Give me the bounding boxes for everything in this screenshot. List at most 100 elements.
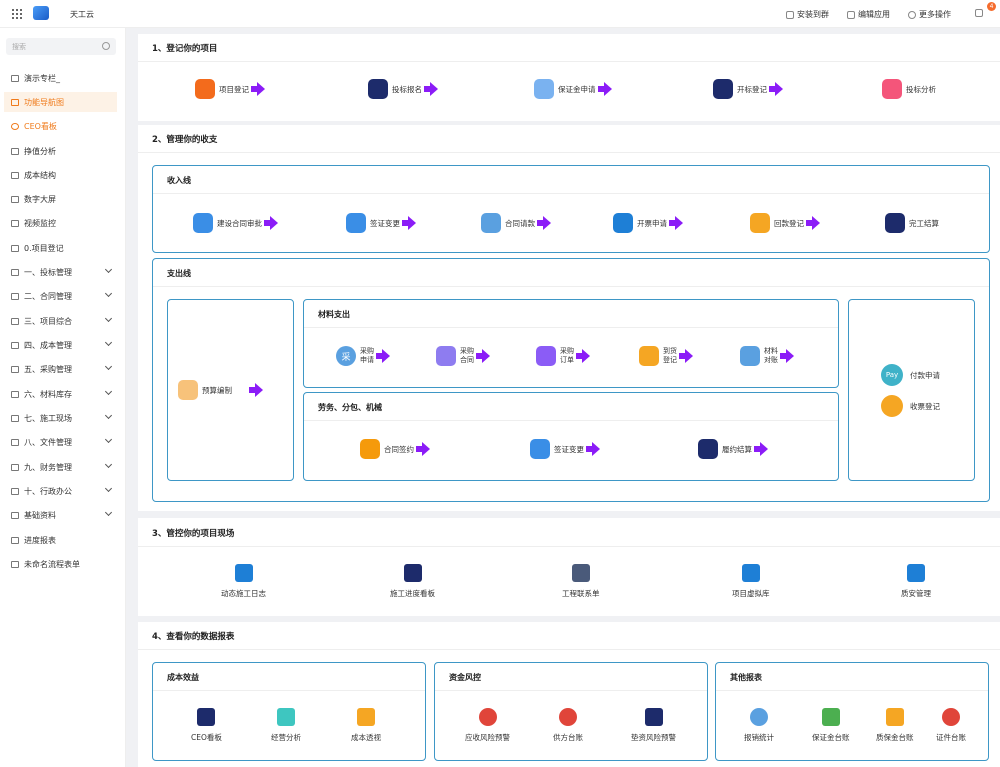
line-chart-item[interactable]: 经营分析 <box>271 708 301 743</box>
shield-money-item[interactable]: 保证金申请 <box>534 79 612 99</box>
sidebar-item-16[interactable]: 九、财务管理 <box>4 457 117 477</box>
risk-stamp-item[interactable]: 应收风险预警 <box>465 708 510 743</box>
shield-item[interactable]: 质安管理 <box>901 564 931 599</box>
purchase-contract-item[interactable]: 采购合同 <box>436 346 490 366</box>
sidebar-item-11[interactable]: 四、成本管理 <box>4 335 117 355</box>
chevron-down-icon[interactable] <box>104 460 113 469</box>
budget-scale-icon <box>178 380 198 400</box>
sidebar-item-0[interactable]: 演示专栏_ <box>4 68 117 88</box>
more-icon <box>908 10 916 19</box>
scale-item[interactable]: 合同请款 <box>481 213 551 233</box>
purchase-item[interactable]: 采采购申请 <box>336 346 390 366</box>
chart-item[interactable]: 投标分析 <box>882 79 936 99</box>
risk-stamp-item[interactable]: 供方台账 <box>553 708 583 743</box>
top-bar: 天工云 安装到群 编辑应用 更多操作 4 <box>0 0 1000 28</box>
app-logo <box>33 6 49 20</box>
bar-chart-item[interactable]: CEO看板 <box>191 708 222 743</box>
sidebar-item-10[interactable]: 三、项目综合 <box>4 311 117 331</box>
exchange-item[interactable]: 签证变更 <box>346 213 416 233</box>
pie-item[interactable]: 报销统计 <box>744 708 774 743</box>
sidebar-item-7[interactable]: 0.项目登记 <box>4 238 117 258</box>
report-icon <box>11 536 19 544</box>
chevron-down-icon[interactable] <box>104 435 113 444</box>
exchange-item[interactable]: 签证变更 <box>530 439 600 459</box>
chevron-down-icon[interactable] <box>104 362 113 371</box>
shield-money-icon <box>534 79 554 99</box>
truck-item[interactable]: 采购订单 <box>536 346 590 366</box>
alarm-item[interactable]: 垫资风险预警 <box>631 708 676 743</box>
safe-item[interactable]: 质保金台账 <box>876 708 914 743</box>
chevron-down-icon[interactable] <box>104 508 113 517</box>
sidebar-item-9[interactable]: 二、合同管理 <box>4 286 117 306</box>
pay-icon: Pay <box>881 364 903 386</box>
certificate-item[interactable]: 证件台账 <box>936 708 966 743</box>
calendar-icon <box>11 98 19 106</box>
worker-icon <box>234 564 253 582</box>
network-item[interactable]: 合同签约 <box>360 439 430 459</box>
section-register-project: 1、登记你的项目 项目登记 投标报名 保证金申请 开标登记 投标分析 <box>138 34 1000 121</box>
sidebar-item-12[interactable]: 五、采购管理 <box>4 359 117 379</box>
reconcile-item[interactable]: 材料对账 <box>740 346 794 366</box>
app-grid-icon[interactable] <box>12 9 22 19</box>
sidebar-item-14[interactable]: 七、施工现场 <box>4 408 117 428</box>
folder-icon <box>11 317 19 325</box>
section-income-expense: 2、管理你的收支 收入线 建设合同审批签证变更合同请款开票申请回款登记完工结算 … <box>138 125 1000 511</box>
sidebar-item-1[interactable]: 功能导航图 <box>4 92 117 112</box>
box-item[interactable]: 到货登记 <box>639 346 693 366</box>
income-line-title: 收入线 <box>167 176 191 185</box>
people-item[interactable]: 成本透视 <box>351 708 381 743</box>
money-bag-item[interactable]: 保证金台账 <box>812 708 850 743</box>
more-actions-button[interactable]: 更多操作 <box>908 9 951 20</box>
sidebar-item-2[interactable]: CEO看板 <box>4 116 117 136</box>
sidebar-item-5[interactable]: 数字大屏 <box>4 189 117 209</box>
edit-doc-icon <box>713 79 733 99</box>
chevron-down-icon[interactable] <box>104 314 113 323</box>
money-icon <box>750 213 770 233</box>
calculator-item[interactable]: 履约结算 <box>698 439 768 459</box>
edit-app-button[interactable]: 编辑应用 <box>847 9 890 20</box>
sidebar-item-19[interactable]: 进度报表 <box>4 530 117 550</box>
sidebar-item-20[interactable]: 未命名流程表单 <box>4 554 117 574</box>
target-item[interactable]: 投标报名 <box>368 79 438 99</box>
construction-item[interactable]: 施工进度看板 <box>390 564 435 599</box>
report-group-1: 资金风控应收风险预警供方台账垫资风险预警 <box>434 662 708 761</box>
sidebar-item-4[interactable]: 成本结构 <box>4 165 117 185</box>
sidebar-item-8[interactable]: 一、投标管理 <box>4 262 117 282</box>
chevron-down-icon[interactable] <box>104 387 113 396</box>
zip-doc-item[interactable]: 工程联系单 <box>562 564 600 599</box>
report-group-title: 其他报表 <box>730 673 762 682</box>
budget-item[interactable]: 预算编制 <box>178 380 263 400</box>
chevron-down-icon[interactable] <box>104 289 113 298</box>
sidebar-item-3[interactable]: 挣值分析 <box>4 141 117 161</box>
install-to-group-button[interactable]: 安装到群 <box>786 9 829 20</box>
section-title: 1、登记你的项目 <box>152 44 218 54</box>
stamp-item[interactable]: 完工结算 <box>885 213 939 233</box>
chevron-down-icon[interactable] <box>104 411 113 420</box>
search-icon <box>102 42 110 50</box>
warehouse-item[interactable]: 项目虚拟库 <box>732 564 770 599</box>
chevron-down-icon[interactable] <box>104 265 113 274</box>
sidebar-item-18[interactable]: 基础资料 <box>4 505 117 525</box>
chevron-down-icon[interactable] <box>104 484 113 493</box>
printer-item[interactable]: 收票登记 <box>881 395 940 417</box>
chevron-down-icon[interactable] <box>104 338 113 347</box>
project-register-item[interactable]: 项目登记 <box>195 79 265 99</box>
arrow-right-icon <box>376 349 390 363</box>
printer-item[interactable]: 开票申请 <box>613 213 683 233</box>
sidebar-item-17[interactable]: 十、行政办公 <box>4 481 117 501</box>
alarm-icon <box>644 708 663 726</box>
purchase-contract-icon <box>436 346 456 366</box>
line-chart-icon <box>277 708 295 726</box>
arrow-right-icon <box>251 82 265 96</box>
search-input[interactable]: 搜索 <box>6 38 116 55</box>
notifications-button[interactable] <box>975 9 983 17</box>
money-item[interactable]: 回款登记 <box>750 213 820 233</box>
sidebar-item-15[interactable]: 八、文件管理 <box>4 432 117 452</box>
sidebar-item-13[interactable]: 六、材料库存 <box>4 384 117 404</box>
sidebar-item-6[interactable]: 视频监控 <box>4 213 117 233</box>
contract-item[interactable]: 建设合同审批 <box>193 213 278 233</box>
worker-item[interactable]: 动态施工日志 <box>221 564 266 599</box>
edit-doc-item[interactable]: 开标登记 <box>713 79 783 99</box>
